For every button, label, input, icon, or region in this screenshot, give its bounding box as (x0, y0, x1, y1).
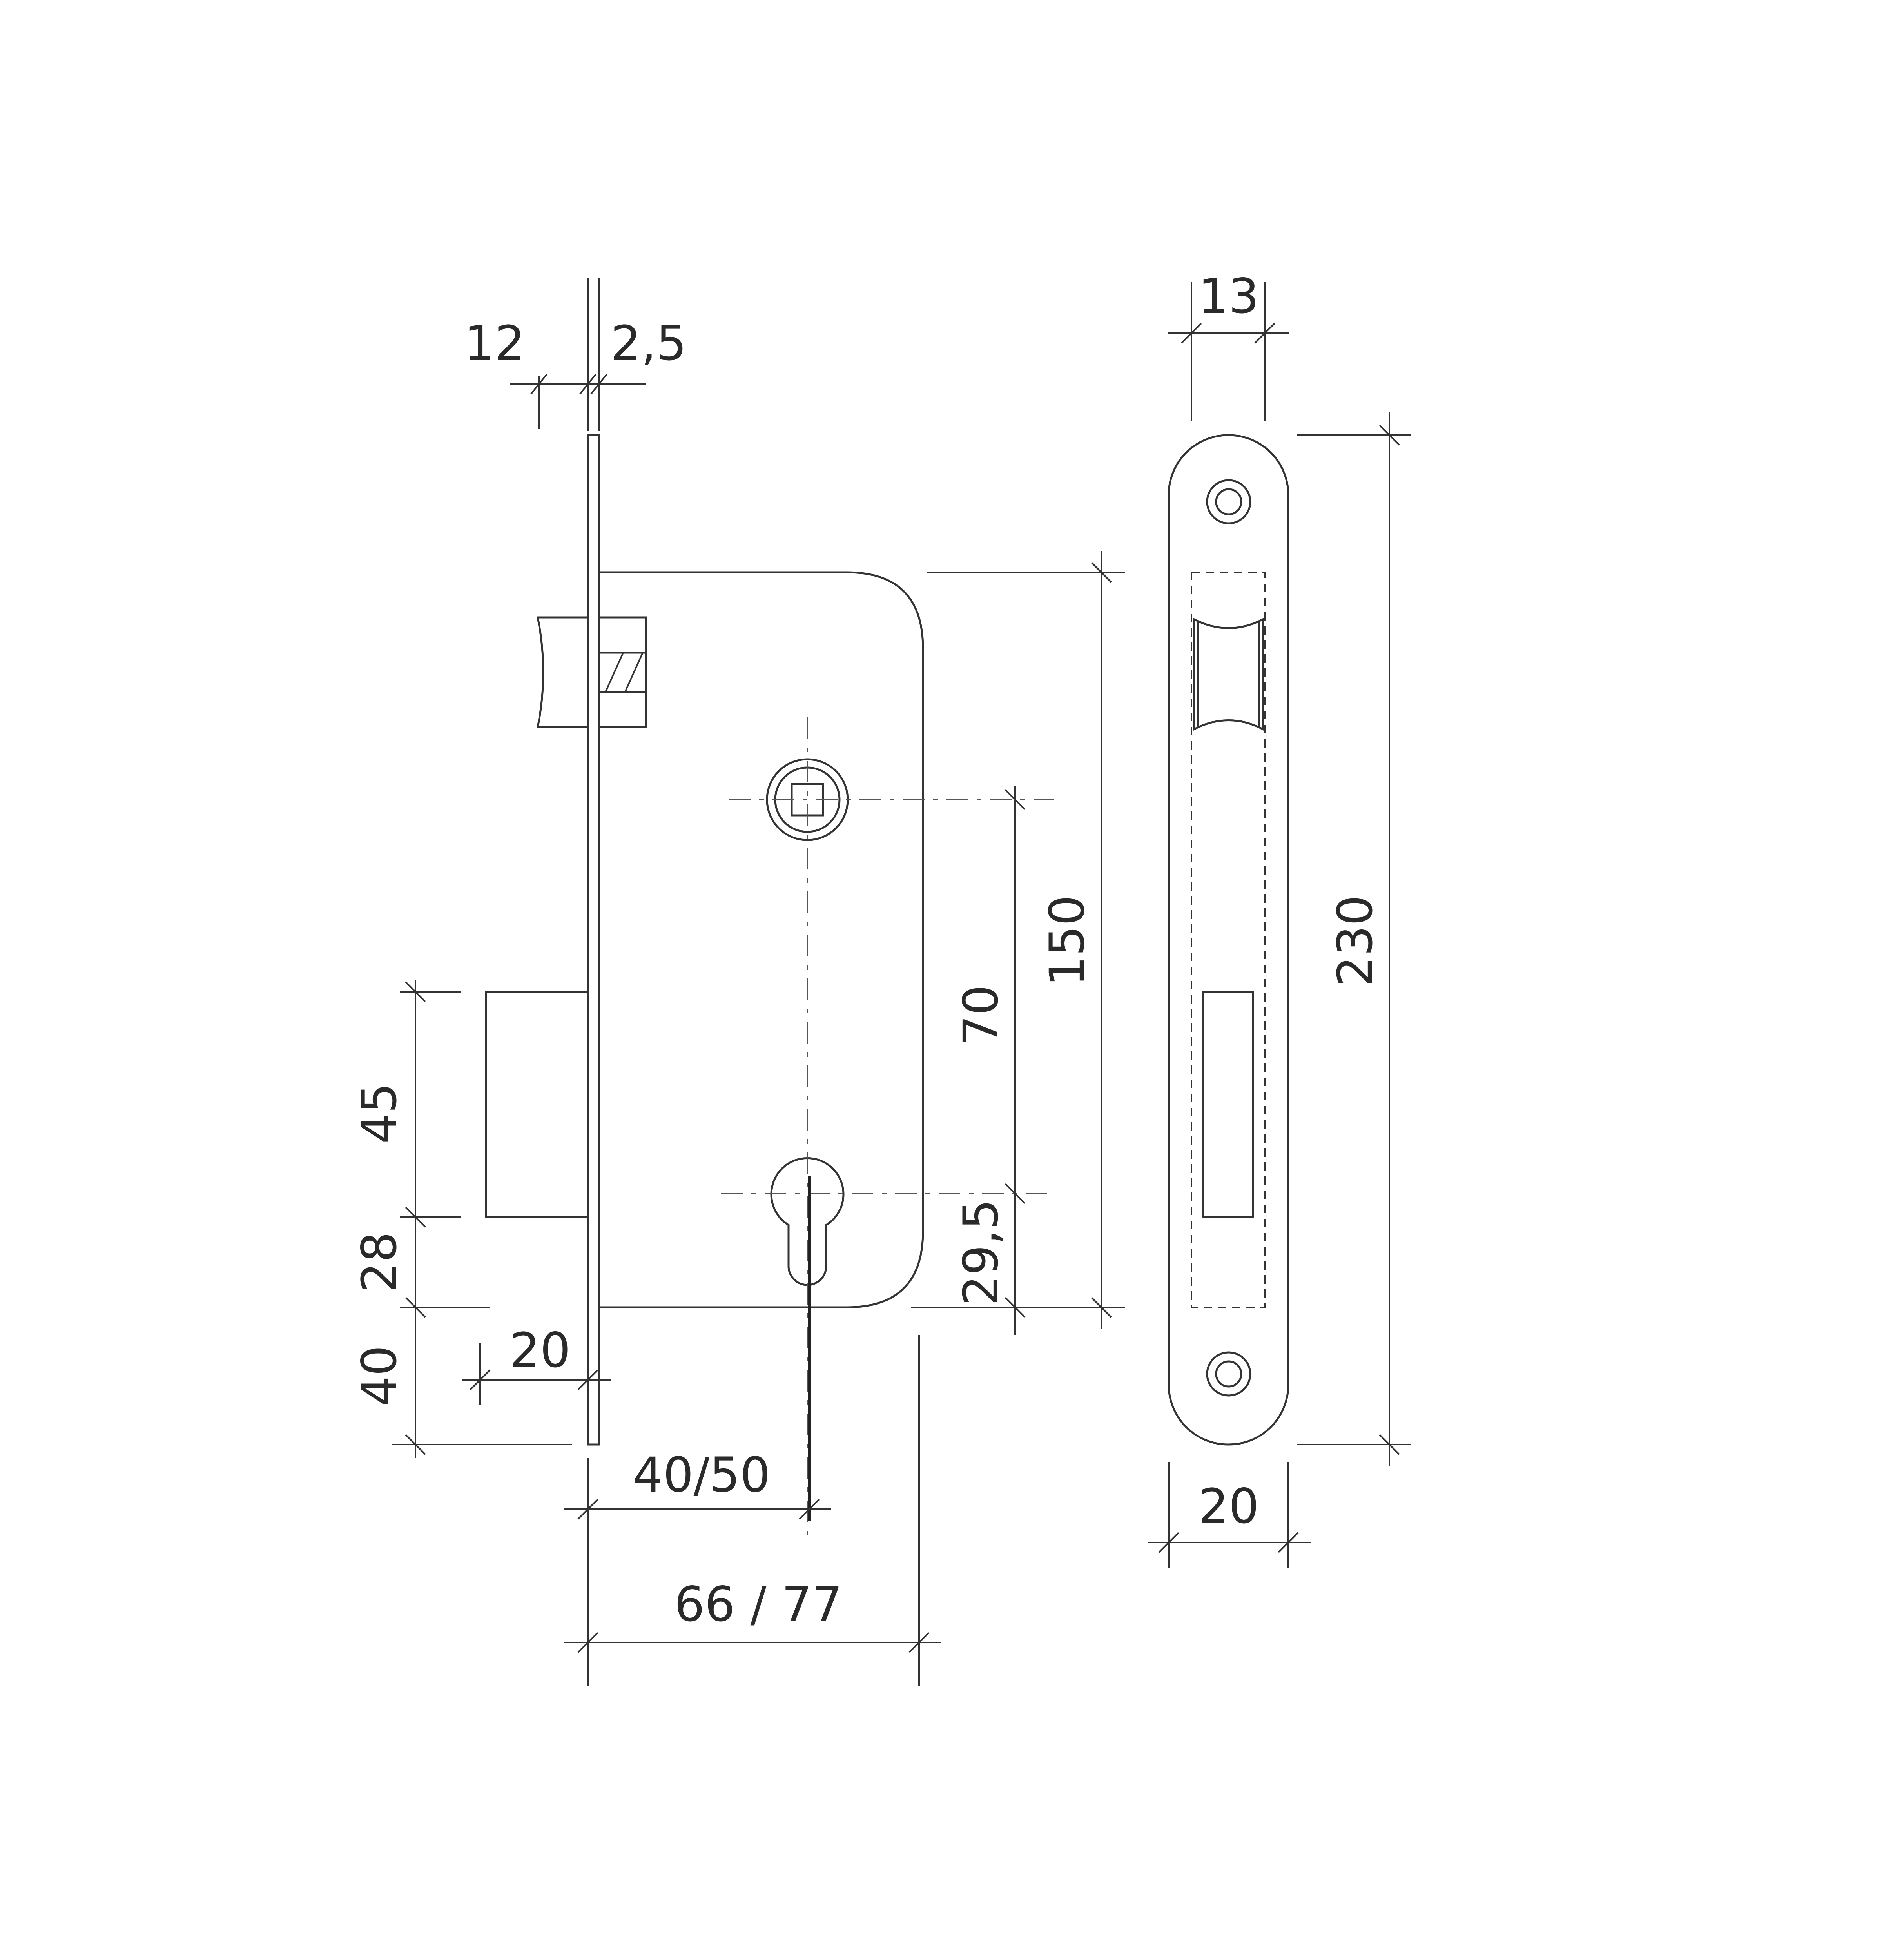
lock-case (598, 571, 924, 1308)
deadbolt-opening (1202, 991, 1254, 1218)
dim-label-29-5: 29,5 (953, 1199, 1009, 1306)
faceplate-dimensions (1148, 282, 1411, 1568)
dim-label-40-50: 40/50 (633, 1447, 771, 1503)
dim-label-70: 70 (953, 985, 1009, 1045)
screw-hole-bottom-inner (1215, 1360, 1242, 1388)
front-plate (587, 434, 600, 1446)
dim-label-230: 230 (1327, 895, 1383, 987)
side-view-dimensions (392, 278, 1125, 1686)
dim-label-20-faceplate: 20 (1198, 1479, 1259, 1534)
screw-hole-top-inner (1215, 488, 1242, 515)
screw-hole-top (1206, 479, 1251, 524)
screw-hole-bottom (1206, 1351, 1251, 1397)
latch-hatch (624, 652, 644, 692)
faceplate-view (1168, 434, 1289, 1446)
faceplate (1168, 434, 1289, 1446)
side-view (485, 434, 1054, 1541)
latch-bolt-inner (598, 616, 647, 728)
latch-opening (1193, 617, 1264, 731)
dim-label-150: 150 (1039, 895, 1095, 987)
latch-bolt (536, 616, 589, 728)
dim-label-13: 13 (1198, 269, 1259, 324)
dim-label-2-5: 2,5 (611, 316, 687, 371)
dim-label-66-77: 66 / 77 (674, 1577, 842, 1632)
cylinder-keyhole (770, 1157, 845, 1286)
dim-label-45: 45 (352, 1083, 407, 1143)
case-outline-hidden (1191, 572, 1266, 1308)
dim-label-20-deadbolt: 20 (510, 1323, 570, 1378)
dim-label-40: 40 (352, 1345, 407, 1406)
latch-hatch (605, 652, 624, 692)
deadbolt (485, 991, 589, 1218)
dim-label-12: 12 (464, 316, 525, 371)
dim-label-28: 28 (352, 1232, 407, 1292)
